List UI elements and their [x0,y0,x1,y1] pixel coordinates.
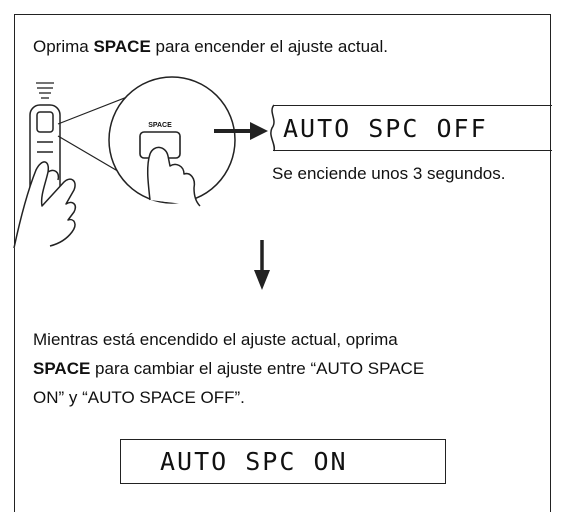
step2-key: SPACE [33,359,91,378]
finger-icon [146,146,201,207]
display-left-edge [270,104,276,152]
down-arrow-icon [254,240,270,290]
display1-text: AUTO SPC OFF [283,114,488,143]
step1-instruction: Oprima SPACE para encender el ajuste act… [33,34,388,60]
step2-line1: Mientras está encendido el ajuste actual… [33,330,398,349]
display-auto-spc-off [273,105,552,151]
space-button-label: SPACE [148,122,172,129]
step1-post: para encender el ajuste actual. [150,37,389,56]
display1-caption: Se enciende unos 3 segundos. [272,164,506,183]
signal-icon [36,82,54,99]
hand-icon [13,161,77,249]
display2-text: AUTO SPC ON [160,447,348,476]
display-auto-spc-on [120,439,446,484]
step1-pre: Oprima [33,37,94,56]
step2-line2: SPACE para cambiar el ajuste entre “AUTO… [33,356,424,382]
right-arrow-icon [214,122,268,140]
instruction-frame [14,14,551,512]
step2-line2-post: para cambiar el ajuste entre “AUTO SPACE [90,359,425,378]
step1-key: SPACE [93,37,151,56]
step2-line3: ON” y “AUTO SPACE OFF”. [33,388,245,407]
